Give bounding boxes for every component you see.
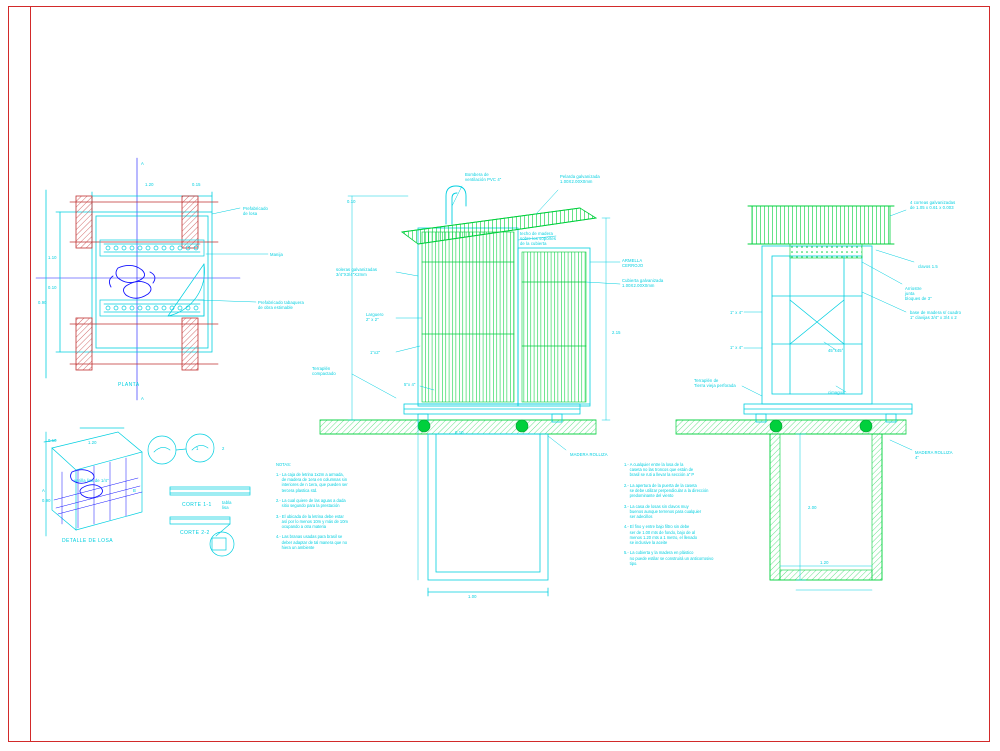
side-label-9: MADERA ROLLIZA 4": [915, 450, 953, 460]
plan-label-8: 0.90: [38, 300, 47, 305]
cut1-title: CORTE 1-1: [182, 502, 212, 508]
plan-label-9: 0.15: [192, 182, 201, 187]
plan-label-0: Prefabricado de losa: [243, 206, 268, 216]
notes-left-heading: NOTAS:: [276, 462, 291, 467]
front-label-3: ARMELLA CERROJO: [622, 258, 644, 268]
plan-label-2: Prefabricado tabaquera de obra estimable: [258, 300, 304, 310]
side-label-2: Arriostre junta bloques de 3": [905, 286, 932, 301]
front-label-2: techo de madera sobre los soportes de la…: [520, 231, 557, 246]
slab-label-1: 0.10: [48, 438, 57, 443]
side-label-3: base de madera s/ cuadro 1" clavijas 3/4…: [910, 310, 962, 320]
side-label-10: 2.00: [808, 505, 817, 510]
front-label-6: Larguero 2" x 2": [366, 312, 384, 322]
plan-title: PLANTA: [118, 382, 140, 388]
side-label-11: 1.20: [820, 560, 829, 565]
front-label-4: Cubierta galvanizada 1.00X2.00X0mm: [622, 278, 664, 288]
plan-label-7: 0.10: [48, 285, 57, 290]
slab-label-3: 1.20: [88, 440, 97, 445]
plan-label-4: A: [141, 396, 144, 401]
side-label-8: Terraplén de Tierra vieja perforada: [694, 378, 736, 388]
front-label-10: MADERA ROLLIZA: [570, 452, 608, 457]
front-label-0: Bombera de ventilación PVC 4": [465, 172, 502, 182]
side-label-4: 1" x 4": [730, 310, 743, 315]
side-label-7: cimagua: [828, 390, 845, 395]
side-label-5: 1" x 4": [730, 345, 743, 350]
notes-left-body: 1.- La caja de letrina 1x2m a armada, de…: [276, 472, 348, 550]
front-label-8: Terraplén compactado: [312, 366, 336, 376]
slab-label-2: 0.90: [42, 498, 51, 503]
cut-label-2: 2: [222, 446, 225, 451]
front-label-1: Pelarda galvanizada 1.00X2.00X0mm: [560, 174, 600, 184]
front-label-9: 5"x 4": [404, 382, 416, 387]
plan-label-3: A: [141, 161, 144, 166]
slab-label-4: A: [42, 488, 45, 493]
slab-label-5: B: [133, 488, 136, 493]
slab-detail-title: DETALLE DE LOSA: [62, 538, 113, 544]
front-label-14: 1.00: [468, 594, 477, 599]
side-label-6: 45°x45°: [828, 348, 844, 353]
front-label-12: 2.15: [612, 330, 621, 335]
plan-label-1: Manija: [270, 252, 283, 257]
front-label-13: 0.10: [455, 430, 464, 435]
plan-label-5: 1.20: [145, 182, 154, 187]
cut2-title: CORTE 2-2: [180, 530, 210, 536]
front-label-11: 0.10: [347, 199, 356, 204]
plan-label-6: 1.10: [48, 255, 57, 260]
front-label-7: 1"x2": [370, 350, 381, 355]
notes-right-body: 1.- A cualquier entre la losa de la case…: [624, 462, 714, 566]
side-label-1: clavos 1.5: [918, 264, 938, 269]
sheet-border-outer: [8, 6, 990, 742]
slab-label-0: varilla lisa de 1/4": [74, 478, 109, 483]
cut-label-0: tabla lisa: [222, 500, 232, 510]
sheet-border-inner: [30, 6, 31, 742]
side-label-0: 4 correas galvanizadas de 1.05 x 0.61 x …: [910, 200, 956, 210]
cut-label-1: 1: [196, 446, 199, 451]
front-label-5: soleras galvanizadas 3/4"X3/4"X2mm: [336, 267, 378, 277]
